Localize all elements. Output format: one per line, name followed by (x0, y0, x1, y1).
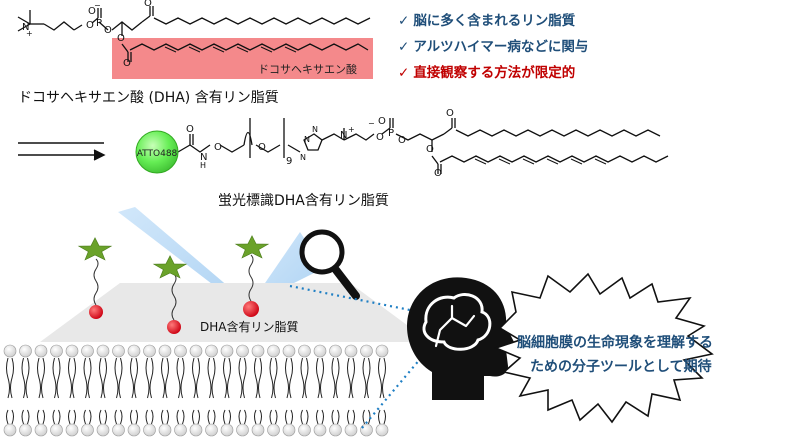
dha-highlight-label: ドコサヘキサエン酸 (258, 63, 357, 76)
svg-text:O: O (123, 58, 131, 69)
membrane-lipid (174, 344, 187, 437)
membrane-lipid (329, 344, 342, 437)
top-dha-phospholipid-structure (17, 6, 373, 79)
probe-caption: 蛍光標識DHA含有リン脂質 (218, 193, 389, 209)
labeled-lipids (77, 235, 270, 334)
svg-text:P: P (96, 18, 102, 29)
svg-text:O: O (186, 124, 194, 135)
membrane-lipid (375, 344, 389, 437)
membrane-label: DHA含有リン脂質 (200, 320, 299, 334)
feature-1: ✓脳に多く含まれるリン脂質 (398, 9, 575, 29)
svg-text:O: O (117, 33, 125, 44)
top-molecule-atoms: N + O − O P O O O O (22, 0, 152, 69)
membrane-lipid (344, 344, 358, 437)
fluorescent-lipid (77, 237, 113, 319)
membrane-surface (40, 283, 430, 342)
dha-highlight-box (112, 38, 373, 79)
membrane-lipid (3, 344, 17, 437)
svg-text:O: O (86, 20, 94, 31)
svg-text:N: N (312, 125, 318, 134)
top-molecule-caption: ドコサヘキサエン酸 (DHA) 含有リン脂質 (18, 90, 279, 106)
svg-text:O: O (446, 108, 454, 119)
speech-burst (493, 272, 714, 424)
feature-3: ✓直接観察する方法が限定的 (398, 61, 575, 81)
feature-2-text: アルツハイマー病などに関与 (413, 39, 589, 55)
svg-text:P: P (388, 128, 394, 139)
probe-atoms: N H O O O N N N N + O − O P O O O O (186, 108, 454, 179)
membrane-lipid (112, 344, 125, 437)
membrane-lipid (220, 344, 234, 437)
svg-text:H: H (200, 161, 206, 170)
svg-text:N: N (200, 152, 207, 163)
speech-line-1: 脳細胞膜の生命現象を理解する (517, 335, 713, 351)
svg-text:O: O (214, 142, 222, 153)
feature-1-text: 脳に多く含まれるリン脂質 (413, 13, 576, 29)
feature-3-text: 直接観察する方法が限定的 (413, 65, 576, 81)
membrane-lipid (236, 344, 249, 437)
membrane-lipid (50, 344, 63, 437)
feature-2: ✓アルツハイマー病などに関与 (398, 35, 588, 55)
membrane-lipid (158, 344, 172, 437)
membrane-lipid (298, 344, 311, 437)
membrane-lipid (34, 344, 48, 437)
peg-subscript: 9 (286, 156, 292, 167)
membrane-lipid (127, 344, 141, 437)
checkmark-icon: ✓ (398, 13, 410, 29)
magnifying-glass-icon (299, 229, 360, 300)
svg-text:N: N (22, 22, 29, 33)
svg-text:−: − (368, 119, 375, 128)
svg-text:O: O (88, 6, 96, 17)
svg-text:N: N (304, 135, 310, 144)
dye-label: ATTO488 (137, 149, 178, 159)
membrane-lipid (313, 344, 327, 437)
svg-text:N: N (300, 153, 306, 162)
checkmark-icon: ✓ (398, 65, 410, 81)
fluorescent-lipid (152, 255, 188, 334)
svg-text:O: O (258, 142, 266, 153)
dotted-connector-top (289, 284, 421, 314)
membrane-lipid (282, 344, 296, 437)
svg-text:−: − (94, 1, 101, 10)
svg-text:O: O (144, 0, 152, 9)
checkmark-icon: ✓ (398, 39, 410, 55)
svg-text:+: + (26, 29, 33, 38)
membrane-lipid (96, 344, 110, 437)
membrane-lipid (65, 344, 79, 437)
membrane-lipid (267, 344, 280, 437)
svg-text:O: O (104, 25, 112, 36)
speech-line-2: ための分子ツールとして期待 (530, 359, 712, 375)
membrane-lipid (143, 344, 156, 437)
svg-text:N: N (340, 130, 347, 141)
atto488-dye-ball (135, 130, 179, 174)
svg-text:O: O (426, 144, 434, 155)
reaction-arrow (18, 142, 106, 161)
svg-text:O: O (434, 168, 442, 179)
membrane-lipid (251, 344, 265, 437)
lipid-bilayer (3, 344, 389, 437)
svg-text:O: O (376, 132, 384, 143)
fluorescent-probe-structure (177, 118, 669, 174)
membrane-lipid (81, 344, 94, 437)
membrane-lipid (205, 344, 218, 437)
dotted-connector-bottom (361, 351, 427, 429)
svg-text:O: O (378, 116, 386, 127)
membrane-lipid (189, 344, 203, 437)
svg-text:+: + (348, 125, 355, 134)
fluorescent-lipid (234, 235, 270, 317)
svg-text:O: O (398, 135, 406, 146)
head-brain-icon (407, 277, 516, 400)
membrane-lipid (19, 344, 32, 437)
